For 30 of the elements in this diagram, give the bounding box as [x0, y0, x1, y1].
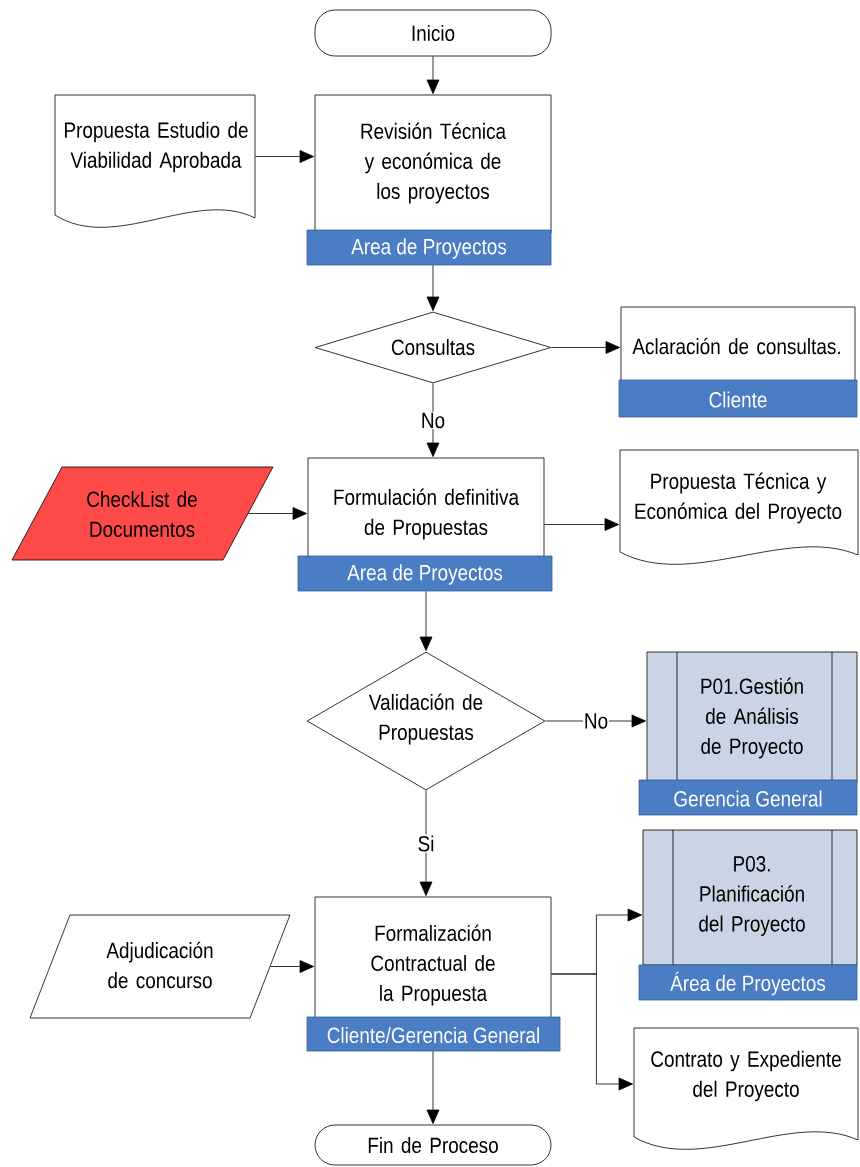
arrow: [426, 383, 440, 457]
role-band: Cliente/Gerencia General: [306, 1016, 561, 1052]
role-band: Área de Proyectos: [638, 964, 858, 1001]
arrow: [248, 507, 307, 520]
process-box: Formulación definitiva de Propuestas: [307, 457, 545, 561]
arrow: [419, 591, 433, 651]
arrow: [419, 790, 433, 896]
arrow: [551, 341, 620, 354]
subprocess-box: P03. Planificación del Proyecto: [642, 829, 858, 966]
arrow: [544, 518, 619, 531]
arrow: [255, 150, 314, 163]
edge-label: No: [419, 411, 447, 430]
data-parallelogram: Adjudicación de concurso: [29, 914, 291, 1019]
edge-label: No: [582, 712, 610, 730]
data-parallelogram: CheckList de Documentos: [11, 466, 274, 561]
role-band: Cliente: [618, 379, 858, 418]
arrow: [426, 56, 440, 94]
edge-label: Si: [416, 834, 436, 853]
arrow: [426, 1051, 440, 1124]
arrow: [270, 960, 314, 973]
process-box: Revisión Técnica y económica de los proyectos: [314, 94, 552, 234]
role-band: Gerencia General: [638, 779, 858, 816]
process-box: Formalización Contractual de la Propuesta: [314, 896, 552, 1019]
arrow: [545, 714, 646, 728]
subprocess-box: P01.Gestión de Análisis de Proyecto: [646, 651, 858, 783]
role-band: Area de Proyectos: [297, 555, 553, 592]
process-box: Aclaración de consultas.: [620, 306, 856, 386]
role-band: Area de Proyectos: [306, 229, 552, 266]
arrow: [551, 973, 633, 1091]
arrow: [426, 265, 440, 311]
